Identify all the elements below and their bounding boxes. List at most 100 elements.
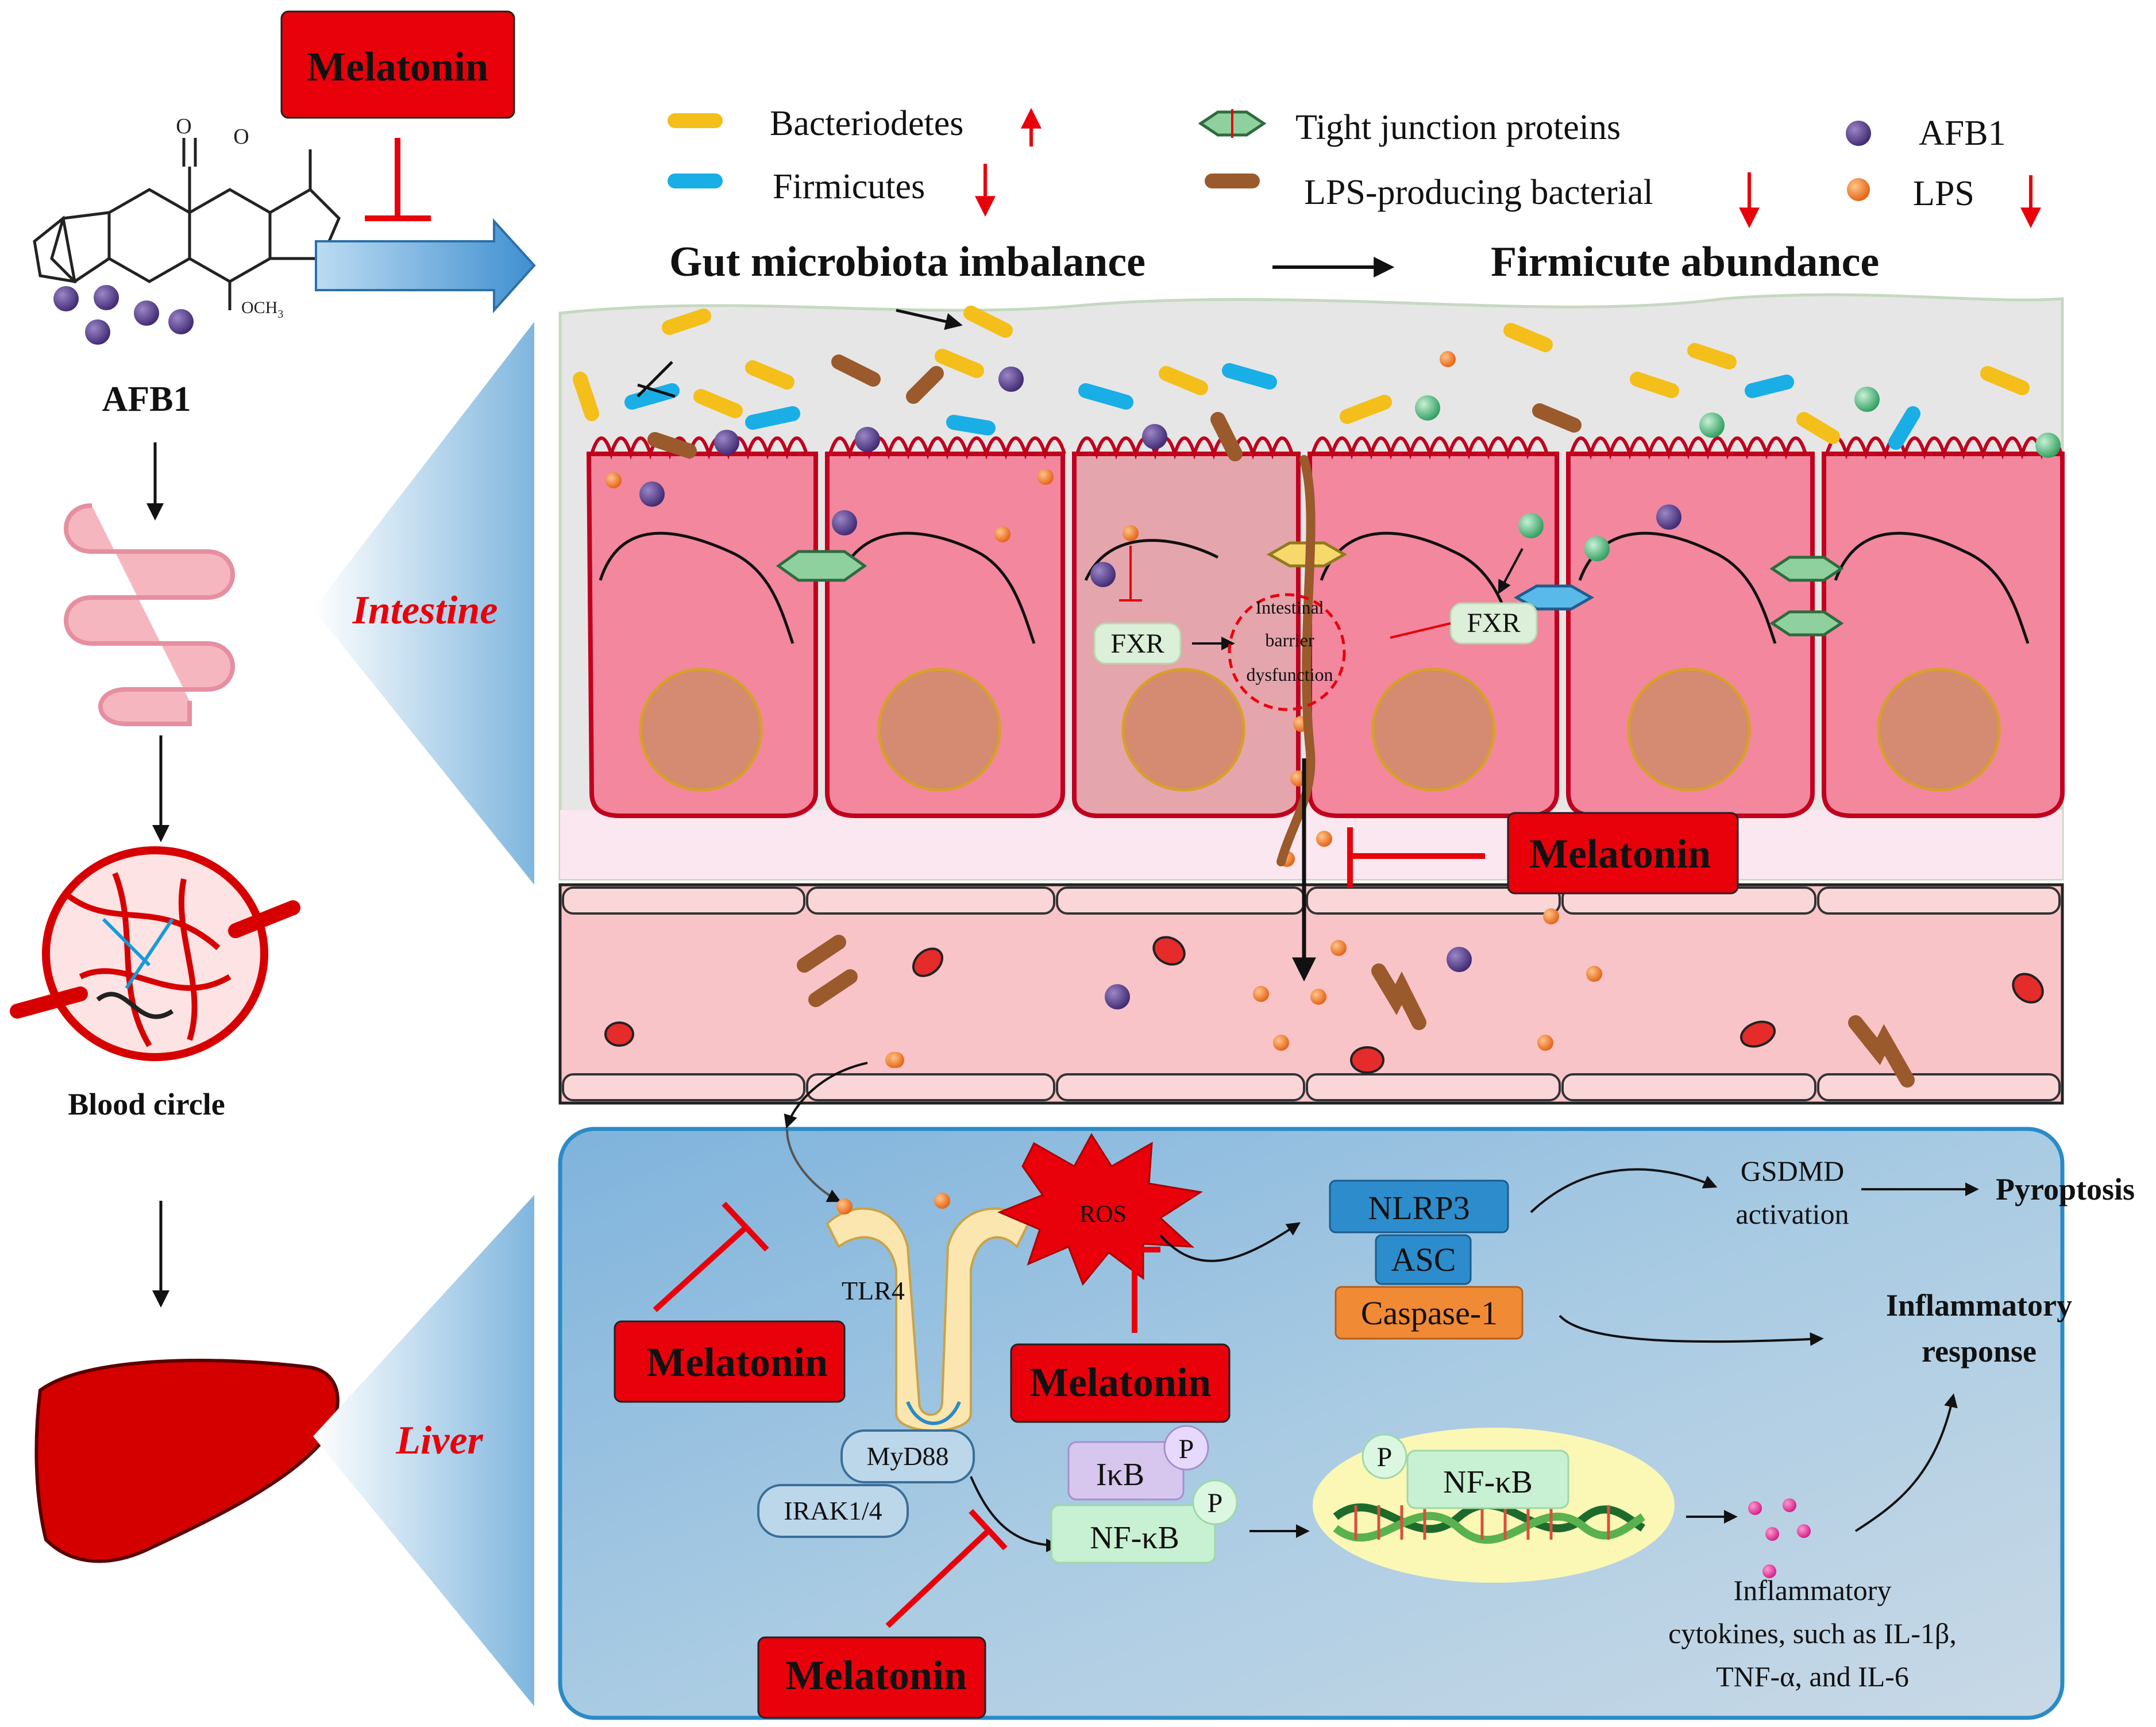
tlr4-label: TLR4 — [842, 1276, 905, 1305]
nuclear-p-label: P — [1377, 1442, 1393, 1472]
fxr-box-left — [1093, 622, 1182, 665]
tlr4-receptor — [826, 1193, 1030, 1432]
nlrp3-label: NLRP3 — [1368, 1189, 1470, 1227]
irak-label: IRAK1/4 — [784, 1496, 882, 1525]
melatonin-label-top: Melatonin — [307, 44, 488, 90]
cytokine-label-3: TNF-α, and IL-6 — [1716, 1660, 1909, 1693]
headline-imbalance: Gut microbiota imbalance — [669, 238, 1146, 286]
legend-swatch-tight-junction — [1198, 109, 1267, 138]
pyroptosis-label: Pyroptosis — [1996, 1172, 2135, 1206]
blood-circle-label: Blood circle — [68, 1087, 225, 1121]
lumen-bacteria — [573, 306, 2030, 461]
liver-organ-icon — [34, 1359, 340, 1563]
blood-bacteria — [797, 935, 1915, 1088]
nfkb-p-label: P — [1208, 1488, 1223, 1518]
arrow-lps-to-liver — [784, 1062, 868, 1129]
arrow-lps-to-tlr4 — [786, 1128, 842, 1202]
afb1-structure — [33, 138, 341, 310]
inhibit-symbol-myd88 — [885, 1509, 1008, 1628]
liver-panel: TLR4 MyD88 IRAK1/4 IκB P NF-κB P NF-κB P — [558, 1052, 2135, 1720]
cytokine-label-2: cytokines, such as IL-1β, — [1668, 1617, 1957, 1649]
legend-swatch-afb1 — [1846, 121, 1871, 146]
ikb-label: IκB — [1096, 1457, 1144, 1493]
nuclear-nfkb-box — [1406, 1450, 1569, 1509]
melatonin-box-ros — [1010, 1343, 1231, 1423]
green-particles — [1415, 387, 2061, 561]
intestine-label: Intestine — [352, 588, 498, 633]
ros-burst — [997, 1133, 1204, 1286]
blood-vessel-icon — [10, 846, 300, 1061]
gsdmd-label-2: activation — [1735, 1198, 1849, 1230]
inhibit-symbol-ros — [1109, 1247, 1160, 1333]
inhibit-symbol-top — [365, 138, 431, 221]
fxr-label-right: FXR — [1467, 608, 1520, 638]
ikb-phospho — [1163, 1425, 1209, 1471]
lps-particle-liver — [888, 1052, 904, 1068]
cytokine-label-1: Inflammatory — [1734, 1574, 1892, 1606]
nfkb-label: NF-κB — [1090, 1520, 1179, 1556]
arrow-nlrp3-to-gsdmd — [1530, 1168, 1718, 1213]
arrow-caspase-to-inflammation — [1559, 1314, 1824, 1346]
legend: Bacteriodetes Firmicutes Tight junction … — [668, 104, 2041, 229]
inflammatory-label-2: response — [1922, 1334, 2037, 1369]
tight-junctions — [776, 550, 1844, 637]
red-blood-cells — [604, 936, 2044, 1074]
gap-bacteria — [1276, 455, 1316, 866]
oxygen-label-1: O — [176, 114, 191, 138]
asc-label: ASC — [1391, 1241, 1456, 1278]
asc-box — [1375, 1234, 1472, 1285]
legend-lps: LPS — [1913, 174, 1974, 213]
basal-layer — [560, 810, 2062, 879]
liver-label: Liver — [395, 1418, 483, 1463]
methoxy-label: OCH3 — [241, 298, 283, 321]
inhibit-symbol-middle — [1347, 827, 1485, 888]
epithelial-cells — [586, 452, 2065, 818]
melatonin-label-middle: Melatonin — [1529, 831, 1711, 877]
nfkb-box — [1050, 1504, 1216, 1564]
cell-nuclei — [639, 668, 2001, 792]
caspase-box — [1335, 1286, 1524, 1340]
legend-lps-bacterial: LPS-producing bacterial — [1304, 173, 1653, 212]
cytokine-dots — [1748, 1498, 1811, 1578]
headline-abundance: Firmicute abundance — [1491, 238, 1879, 286]
barrier-dysfunction-circle — [1228, 593, 1346, 711]
arrow-cytokines-to-inflammation — [1854, 1393, 1958, 1532]
oxygen-label-2: O — [233, 125, 249, 149]
barrier-label-1: Intestinal — [1255, 597, 1324, 618]
fxr-label-left: FXR — [1110, 629, 1164, 659]
inflammatory-label-1: Inflammatory — [1886, 1288, 2072, 1323]
nuclear-nfkb-label: NF-κB — [1443, 1464, 1533, 1500]
legend-afb1: AFB1 — [1919, 114, 2006, 153]
melatonin-label-myd88: Melatonin — [785, 1652, 967, 1698]
melatonin-label-tlr4: Melatonin — [646, 1339, 828, 1385]
arrow-lumen — [896, 309, 963, 330]
melatonin-box-middle — [1507, 812, 1739, 895]
nuclear-phospho — [1362, 1433, 1407, 1479]
afb1-molecules — [53, 285, 194, 345]
liver-cell — [558, 1127, 2065, 1720]
inhibit-fxr-left — [1119, 546, 1142, 602]
inhibit-symbol-tlr4 — [653, 1201, 769, 1312]
intestine-funnel — [313, 322, 534, 885]
myd88-box — [840, 1429, 975, 1483]
barrier-label-2: barrier — [1265, 630, 1314, 650]
legend-swatch-lps — [1847, 178, 1870, 201]
ros-label: ROS — [1079, 1201, 1127, 1228]
intestine-afb1-particles — [639, 367, 1681, 1009]
inhibit-fxr-right — [1390, 622, 1451, 639]
intestine-organ-icon — [64, 503, 235, 726]
ikb-box — [1067, 1441, 1185, 1501]
arrow-green-to-fxr — [1498, 548, 1524, 595]
tight-junction-blue — [1513, 584, 1595, 611]
melatonin-label-ros: Melatonin — [1029, 1359, 1211, 1405]
legend-firmicutes: Firmicutes — [773, 167, 925, 206]
intestine-panel: FXR FXR Intestinal barrier dysfunction M… — [558, 293, 2065, 1105]
myd88-label: MyD88 — [866, 1441, 948, 1471]
arrow-ros-to-nlrp3 — [1159, 1222, 1301, 1262]
caspase-label: Caspase-1 — [1361, 1294, 1498, 1332]
afb1-label: AFB1 — [102, 380, 191, 419]
inhibit-lumen — [637, 361, 676, 398]
melatonin-box-myd88 — [757, 1636, 986, 1719]
arrow-myd88-to-nfkb — [970, 1476, 1060, 1552]
legend-tight-junction: Tight junction proteins — [1295, 108, 1621, 147]
